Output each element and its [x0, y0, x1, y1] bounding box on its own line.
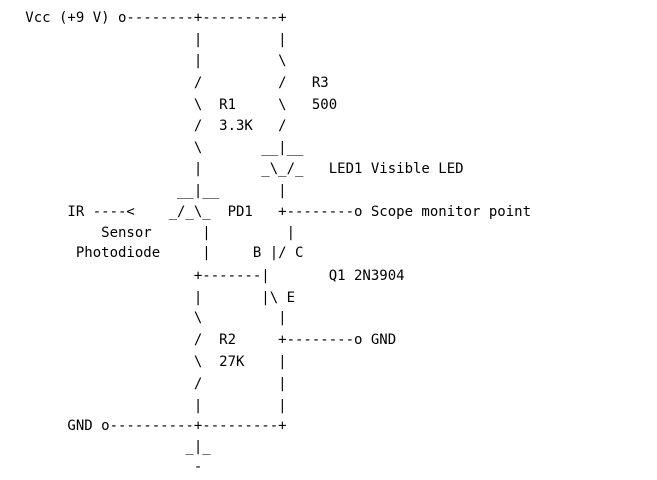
schematic-line: +-------| Q1 2N3904 [0, 268, 405, 284]
schematic-line: IR ----< _/_\_ PD1 +--------o Scope moni… [0, 204, 532, 220]
schematic-line: / | [0, 376, 287, 392]
schematic-line: | _\_/_ LED1 Visible LED [0, 161, 464, 177]
schematic-line: __|__ | [0, 183, 287, 199]
schematic-line: | \ [0, 53, 287, 69]
schematic-line: / 3.3K / [0, 118, 287, 134]
schematic-line: _|_ [0, 439, 211, 455]
schematic-line: Photodiode | B |/ C [0, 245, 304, 261]
schematic-line: Sensor | | [0, 225, 296, 241]
schematic-line: GND o----------+---------+ [0, 418, 287, 434]
schematic-line: | |\ E [0, 290, 296, 306]
schematic-line: / / R3 [0, 75, 329, 91]
schematic-line: \ 27K | [0, 354, 287, 370]
schematic-line: Vcc (+9 V) o--------+---------+ [0, 10, 287, 26]
schematic-line: - [0, 459, 203, 475]
schematic-line: | | [0, 32, 287, 48]
schematic-line: \ __|__ [0, 140, 304, 156]
schematic-line: | | [0, 398, 287, 414]
schematic-line: / R2 +--------o GND [0, 332, 397, 348]
schematic-line: \ | [0, 310, 287, 326]
schematic-line: \ R1 \ 500 [0, 97, 338, 113]
